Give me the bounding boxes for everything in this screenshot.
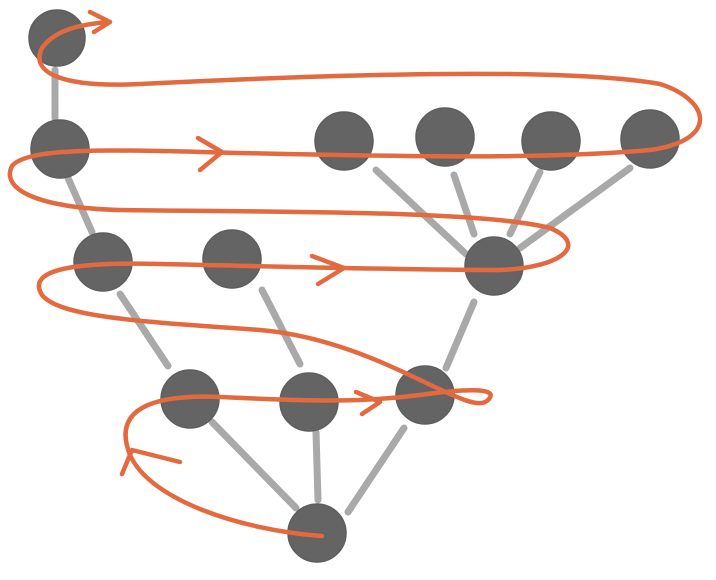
edge-n4-n9 xyxy=(450,171,478,238)
tree-edges xyxy=(51,66,634,516)
arrow-head-bottom xyxy=(119,447,183,477)
edge-n3-n9 xyxy=(372,166,470,258)
edge-n8-n11 xyxy=(258,286,304,368)
arrow-head-level2 xyxy=(309,253,347,287)
arrow-head-level3 xyxy=(353,389,383,417)
edge-n11-n13 xyxy=(312,428,322,504)
traversal-path xyxy=(7,9,702,539)
node-n6 xyxy=(620,109,680,169)
edge-n12-n13 xyxy=(344,424,408,516)
node-n1 xyxy=(28,9,86,67)
edge-n7-n10 xyxy=(116,290,172,370)
node-n8 xyxy=(202,229,262,289)
edge-n6-n9 xyxy=(516,164,634,252)
edge-n10-n13 xyxy=(208,418,300,512)
arrow-head-top xyxy=(87,9,113,35)
traversal-spiral xyxy=(7,19,702,539)
tree-nodes xyxy=(28,9,680,563)
edge-n2-n7 xyxy=(64,174,96,236)
node-n4 xyxy=(415,107,475,167)
edge-n9-n12 xyxy=(442,298,478,372)
node-n3 xyxy=(314,111,374,171)
arrow-head-level1 xyxy=(195,135,225,173)
node-n5 xyxy=(521,111,581,171)
node-n9 xyxy=(464,236,524,296)
